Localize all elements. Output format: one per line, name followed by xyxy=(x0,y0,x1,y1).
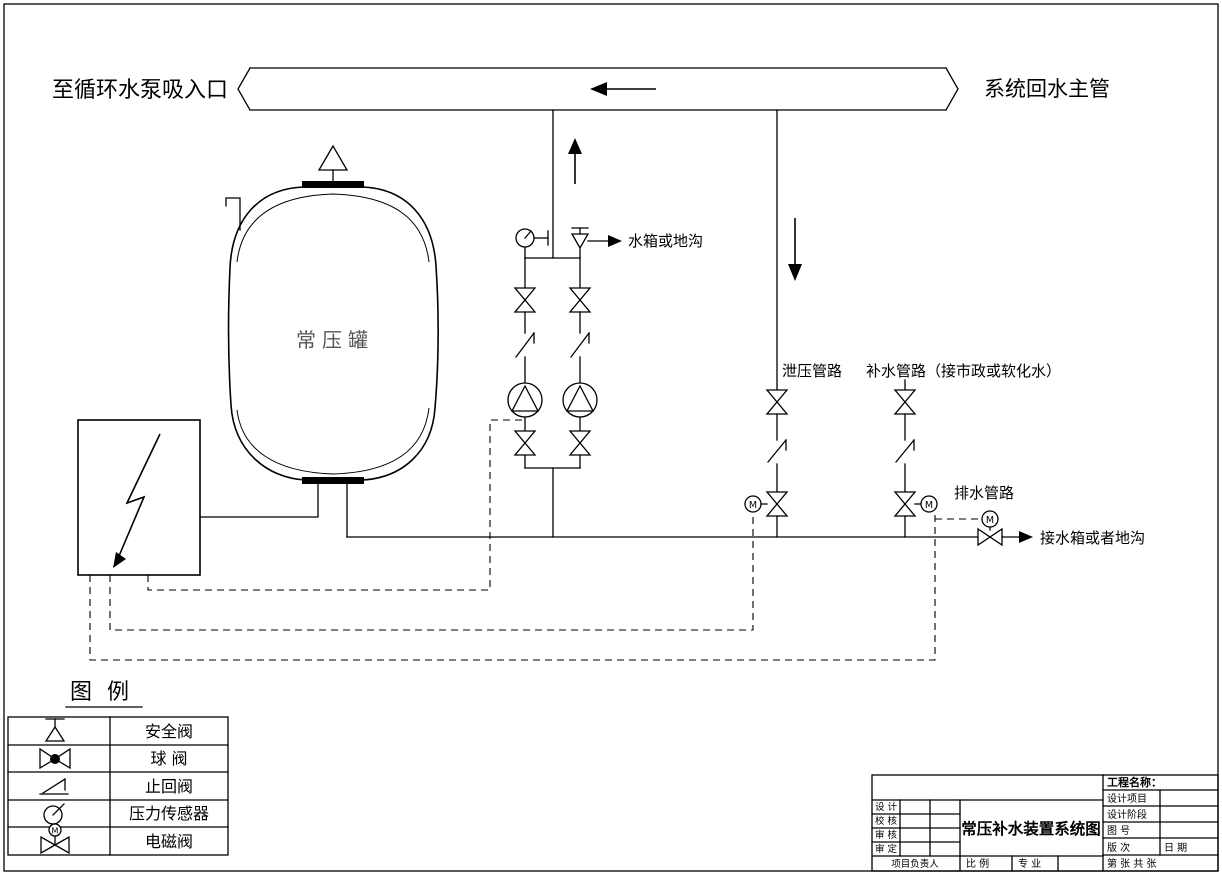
info-row-label: 设计阶段 xyxy=(1107,808,1147,821)
label-makeup-line: 补水管路（接市政或软化水） xyxy=(866,362,1061,380)
label-relief-line: 泄压管路 xyxy=(782,362,842,380)
pump-assembly: 水箱或地沟 xyxy=(507,227,703,469)
check-valve-icon xyxy=(39,778,69,795)
tank-vent-pipe xyxy=(225,197,241,231)
legend-table xyxy=(7,716,229,856)
flow-arrow-left-icon xyxy=(590,82,656,96)
solenoid-valve-icon: M xyxy=(977,510,1003,547)
drain-assembly: 排水管路 M 接水箱或者地沟 xyxy=(954,484,1145,547)
wiring-to-makeup-solenoid xyxy=(89,512,936,661)
sheet-label: 第 张 共 张 xyxy=(1107,857,1157,870)
flow-arrow-down-icon xyxy=(788,218,802,281)
atmospheric-tank: 常压罐 xyxy=(225,144,439,484)
info-row-label: 设计项目 xyxy=(1107,792,1147,805)
motor-letter: M xyxy=(925,500,933,511)
sign-row-label: 审 核 xyxy=(875,829,898,841)
ball-valve-icon xyxy=(568,287,592,313)
date-label: 日 期 xyxy=(1164,842,1187,854)
pump-branch-1 xyxy=(507,257,543,469)
legend-label: 压力传感器 xyxy=(129,804,209,823)
relief-branch: 泄压管路 M xyxy=(744,362,842,538)
scale-label: 比 例 xyxy=(966,857,989,870)
legend-label: 球 阀 xyxy=(150,749,187,768)
pump-icon xyxy=(507,382,543,418)
sign-row-label: 审 定 xyxy=(875,843,898,855)
control-sensing-line xyxy=(199,483,319,518)
tank-top-seam xyxy=(236,193,430,263)
flow-arrow-up-icon xyxy=(568,138,582,184)
safety-valve-icon xyxy=(44,718,66,742)
ball-valve-icon xyxy=(513,430,537,456)
label-drain-dest: 接水箱或者地沟 xyxy=(1040,529,1145,547)
pressure-sensor-icon xyxy=(43,803,65,825)
project-name-label: 工程名称： xyxy=(1107,775,1162,789)
ball-valve-icon xyxy=(39,747,71,770)
ball-valve-icon xyxy=(568,430,592,456)
motor-letter: M xyxy=(986,515,994,526)
legend-label: 电磁阀 xyxy=(145,832,193,851)
pump-branch-2 xyxy=(562,257,598,469)
tank-bottom-flange xyxy=(302,477,364,484)
info-row-label: 图 号 xyxy=(1107,825,1130,837)
ball-valve-icon xyxy=(513,287,537,313)
lightning-icon xyxy=(113,433,161,568)
legend-label: 安全阀 xyxy=(145,722,193,741)
sign-row-label: 设 计 xyxy=(875,801,898,813)
legend-label: 止回阀 xyxy=(145,777,193,796)
sign-row-label: 校 核 xyxy=(875,815,898,827)
version-label: 版 次 xyxy=(1107,841,1130,854)
pump-safety-valve-icon xyxy=(570,227,622,259)
ball-valve-icon xyxy=(765,389,789,415)
check-valve-icon xyxy=(570,332,590,358)
title-block: 工程名称： 设计项目 设计阶段 图 号 版 次 日 期 第 张 共 张 设 计 … xyxy=(871,774,1219,872)
discipline-label: 专 业 xyxy=(1018,857,1041,870)
check-valve-icon xyxy=(895,439,915,463)
solenoid-valve-icon: M xyxy=(893,491,938,517)
main-return-pipe xyxy=(237,67,959,111)
tank-top-flange xyxy=(302,181,364,188)
pipe-break-right xyxy=(945,67,959,111)
check-valve-icon xyxy=(515,332,535,358)
wiring-to-relief-solenoid xyxy=(109,512,754,631)
control-box xyxy=(77,419,201,576)
label-drain-line: 排水管路 xyxy=(954,484,1014,502)
pipe-break-left xyxy=(237,67,251,111)
makeup-branch: 补水管路（接市政或软化水） M xyxy=(866,362,1061,538)
motor-letter: M xyxy=(749,500,757,511)
drawing-title: 常压补水装置系统图 xyxy=(961,819,1101,838)
flow-arrow-right-icon xyxy=(608,235,622,247)
solenoid-valve-icon: M xyxy=(744,491,789,517)
tank-bottom-seam xyxy=(236,407,430,475)
legend: 图 例 安全阀 球 阀 止回阀 xyxy=(7,680,229,856)
label-pipe-left: 至循环水泵吸入口 xyxy=(52,78,228,103)
label-pump-drain: 水箱或地沟 xyxy=(628,232,703,250)
flow-arrow-right-icon xyxy=(1019,531,1033,543)
ball-valve-icon xyxy=(893,389,917,415)
drawing-border xyxy=(3,3,1219,872)
sign-row-label: 项目负责人 xyxy=(891,858,939,870)
pump-icon xyxy=(562,382,598,418)
solenoid-valve-icon: M xyxy=(40,823,70,855)
wiring-to-pumps xyxy=(147,419,523,591)
control-wiring xyxy=(89,419,982,661)
legend-title: 图 例 xyxy=(70,680,133,705)
tank-safety-valve-icon xyxy=(317,144,349,182)
label-tank: 常压罐 xyxy=(296,328,374,352)
motor-letter: M xyxy=(52,827,59,836)
pressure-gauge-icon xyxy=(515,228,549,259)
check-valve-icon xyxy=(767,439,787,463)
label-pipe-right: 系统回水主管 xyxy=(984,77,1110,101)
